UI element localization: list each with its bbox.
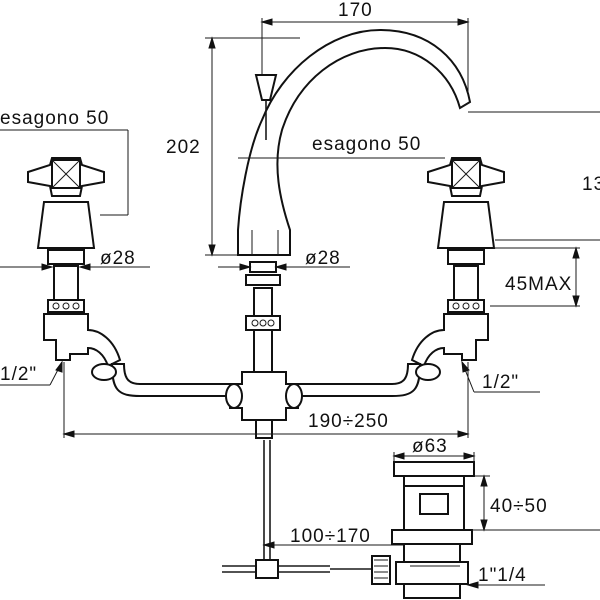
label-dia-left: ø28 <box>100 248 136 269</box>
label-waste-height: 40÷50 <box>490 496 548 517</box>
label-spacing: 190÷250 <box>308 411 389 432</box>
leader-hex-left <box>0 129 129 216</box>
connecting-hoses <box>91 363 441 439</box>
label-thread-left: 1/2" <box>0 364 37 385</box>
label-dia-center: ø28 <box>305 248 341 269</box>
dimension-top-width <box>260 18 470 100</box>
spout <box>237 28 472 256</box>
label-hex-left: esagono 50 <box>0 108 109 129</box>
label-max-adjust: 45MAX <box>505 274 572 295</box>
dimension-waste-dia <box>392 452 476 462</box>
dimension-dia-left <box>0 263 150 271</box>
dimension-height <box>205 36 300 257</box>
label-right-height: 13 <box>582 174 600 195</box>
label-rod-range: 100÷170 <box>290 526 371 547</box>
dimension-spacing <box>62 362 470 438</box>
label-top-width: 170 <box>338 0 373 21</box>
label-waste-thread: 1"1/4 <box>478 565 527 586</box>
dimension-dia-center <box>218 263 350 271</box>
label-height: 202 <box>166 137 201 158</box>
leader-thread-left <box>0 360 63 386</box>
label-hex-center: esagono 50 <box>312 134 421 155</box>
left-handle <box>27 157 122 368</box>
dimension-right-height <box>468 111 600 241</box>
dimension-waste-height <box>472 474 600 532</box>
spout-stem <box>245 261 281 376</box>
dimension-max-adjust <box>490 246 580 308</box>
label-waste-dia: ø63 <box>412 436 448 457</box>
popup-rod <box>222 440 391 585</box>
waste-drain <box>391 461 475 599</box>
leader-waste-thread <box>466 581 545 589</box>
label-thread-right: 1/2" <box>482 372 519 393</box>
right-handle <box>410 157 505 368</box>
